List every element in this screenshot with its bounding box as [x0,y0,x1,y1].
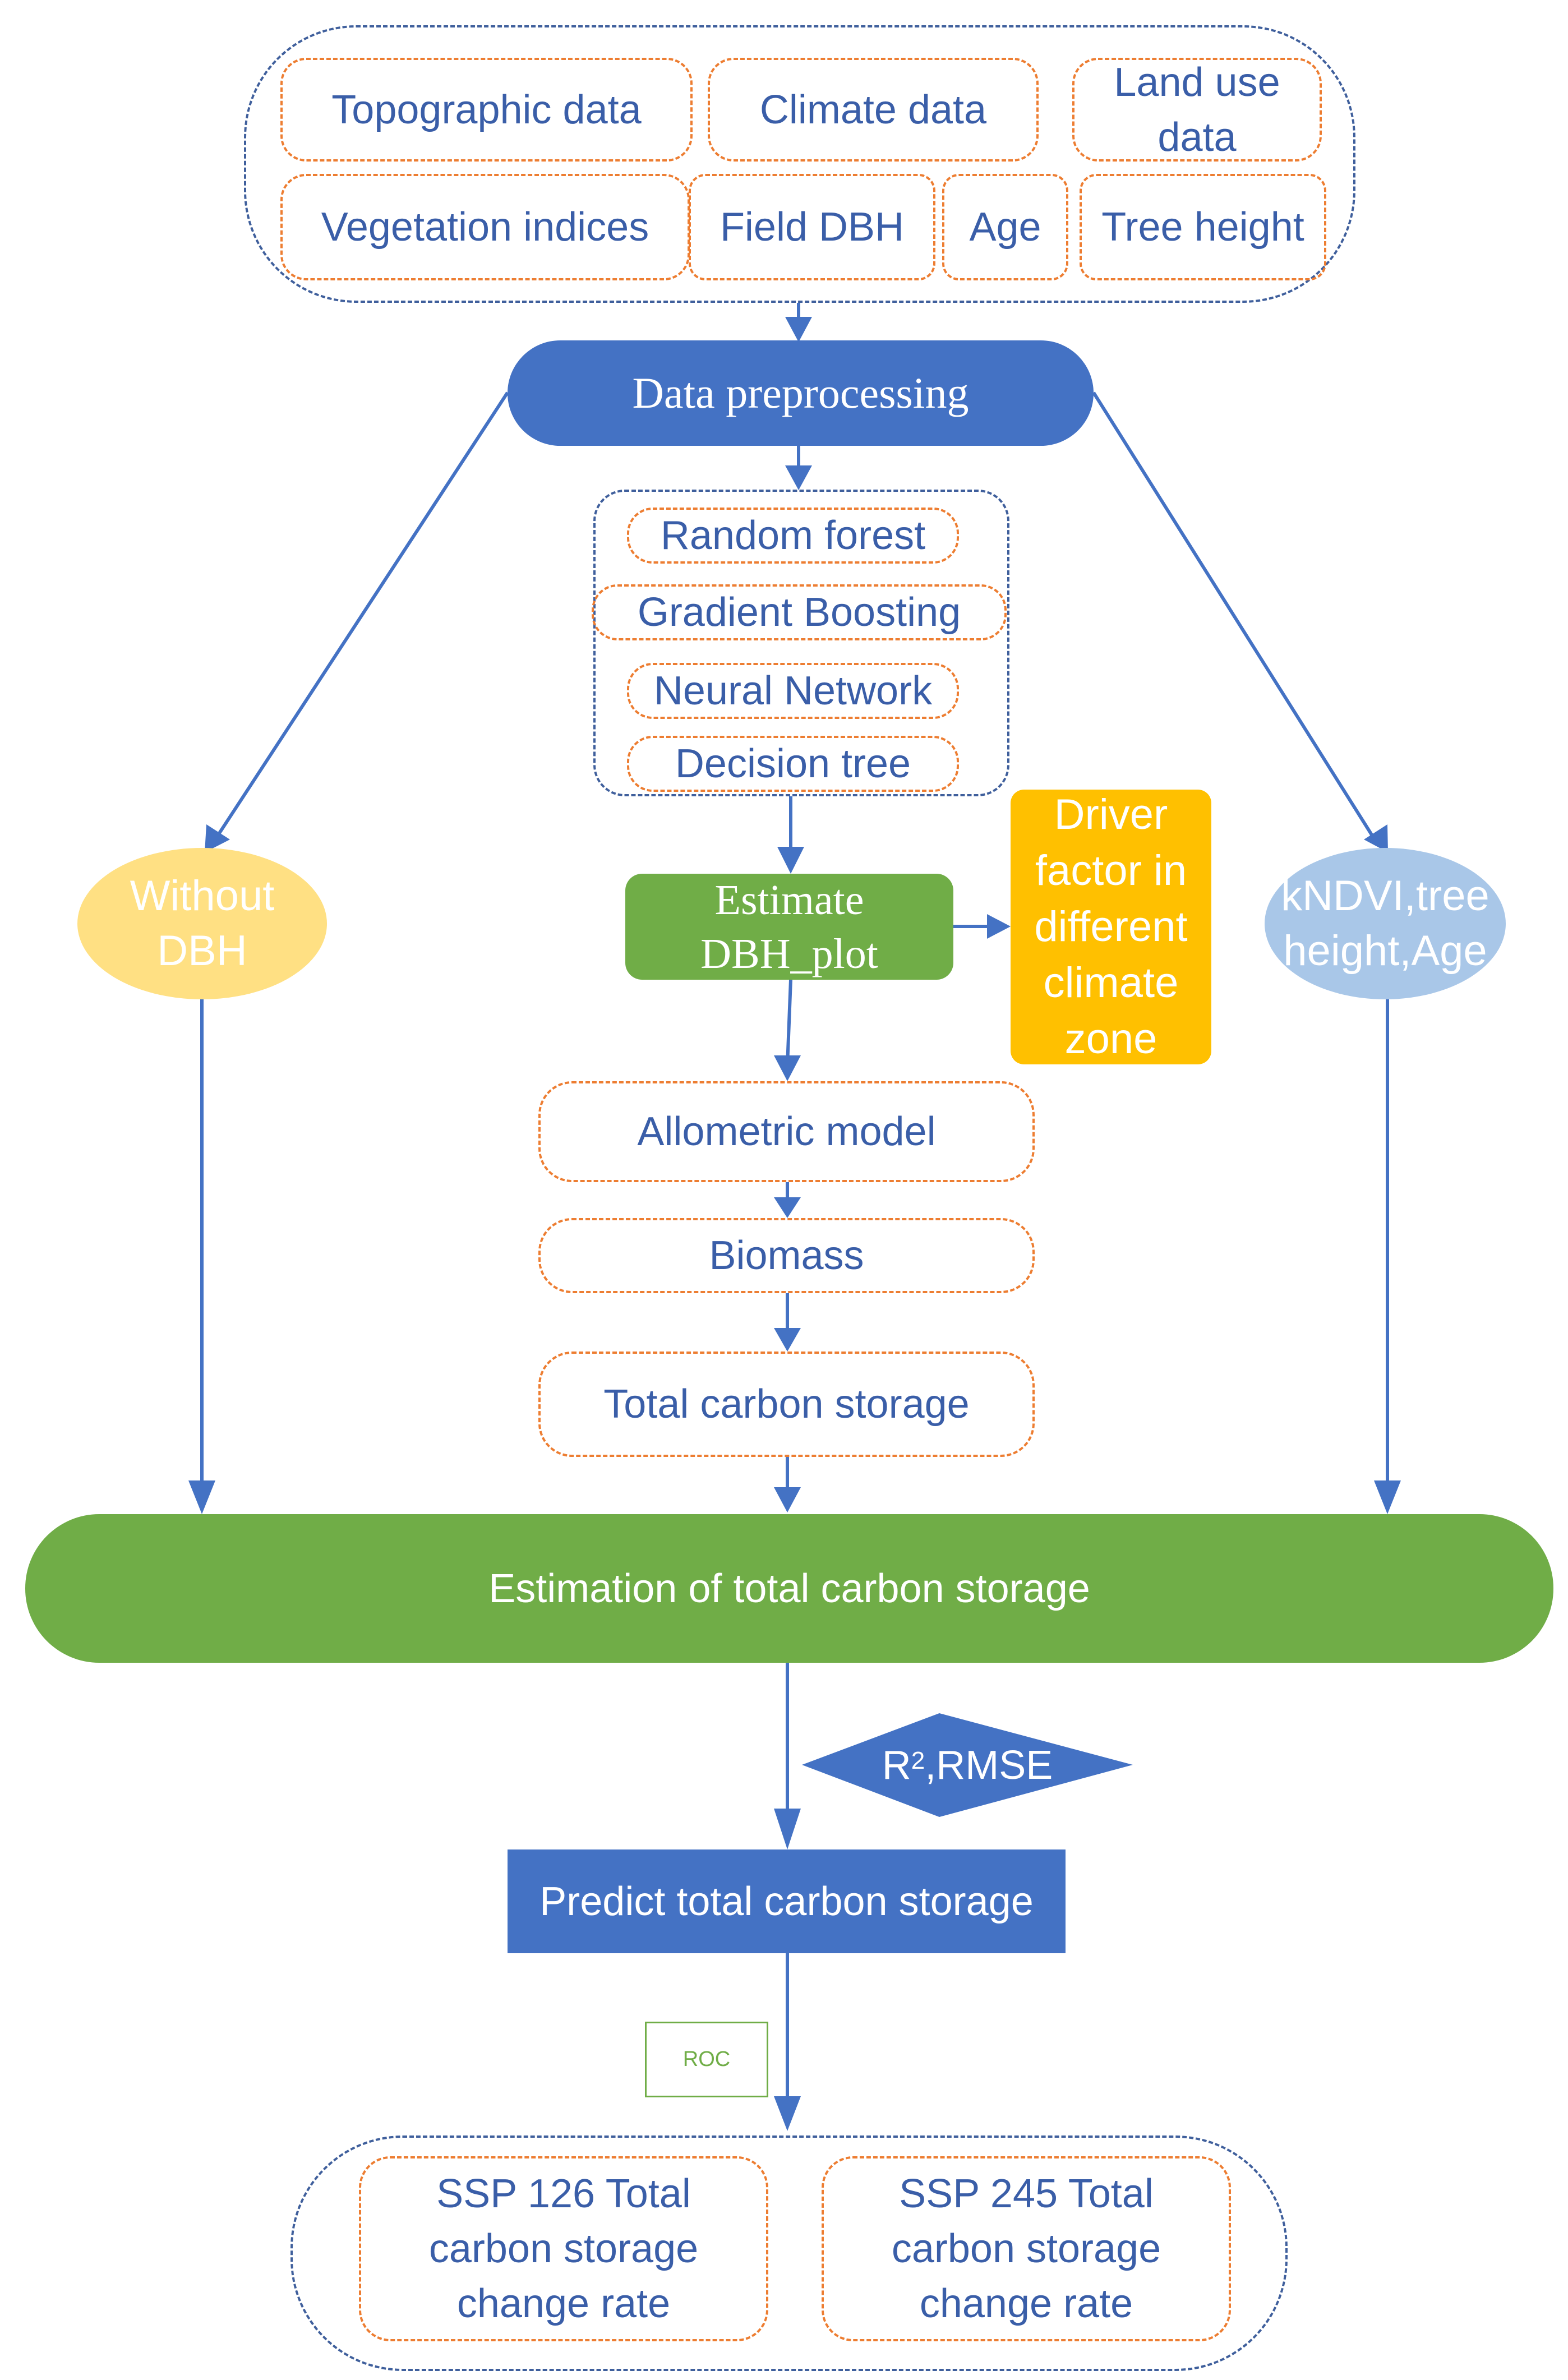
land-use-data-box: Land use data [1072,58,1322,162]
biomass-box: Biomass [538,1218,1035,1293]
tree-height-label: Tree height [1101,205,1304,250]
data-preprocessing-box: Data preprocessing [508,340,1094,446]
allometric-model-box: Allometric model [538,1081,1035,1182]
total-carbon-storage-label: Total carbon storage [603,1382,970,1427]
estimation-total-carbon-storage-box: Estimation of total carbon storage [25,1514,1553,1663]
arrowhead [188,1480,215,1514]
decision-tree-box: Decision tree [627,736,959,792]
kndvi-label: kNDVI,tree height,Age [1281,872,1489,975]
metric-rest: ,RMSE [925,1742,1053,1788]
land-use-data-label: Land use data [1114,59,1280,160]
arrowhead [774,1809,801,1849]
arrowhead [774,1328,801,1352]
vegetation-indices-label: Vegetation indices [321,205,649,250]
kndvi-ellipse: kNDVI,tree height,Age [1265,848,1506,999]
estimation-total-carbon-storage-label: Estimation of total carbon storage [488,1566,1090,1611]
random-forest-label: Random forest [660,513,926,558]
arrowhead [774,1487,801,1512]
ssp126-box: SSP 126 Total carbon storage change rate [359,2156,768,2341]
arrowhead [777,847,804,874]
ssp126-label: SSP 126 Total carbon storage change rate [428,2171,699,2326]
roc-label: ROC [682,2047,731,2071]
arrowhead [1374,1480,1401,1514]
field-dbh-box: Field DBH [689,174,935,280]
climate-data-box: Climate data [708,58,1039,162]
total-carbon-storage-box: Total carbon storage [538,1352,1035,1457]
field-dbh-label: Field DBH [720,205,905,250]
arrowhead [774,2096,801,2131]
biomass-label: Biomass [709,1233,864,1278]
arrowhead [785,317,812,342]
ssp245-label: SSP 245 Total carbon storage change rate [891,2171,1161,2326]
gradient-boosting-box: Gradient Boosting [592,584,1007,640]
ssp245-box: SSP 245 Total carbon storage change rate [822,2156,1231,2341]
metric-superscript: 2 [911,1746,925,1774]
output-group [290,2135,1288,2371]
driver-factor-box: Driver factor in different climate zone [1011,790,1211,1064]
without-dbh-label: Without DBH [130,872,275,975]
data-preprocessing-label: Data preprocessing [632,368,969,417]
topographic-data-label: Topographic data [331,87,642,132]
input-data-group [244,25,1355,303]
arrow-estimate-to-allometric [786,979,792,1066]
tree-height-box: Tree height [1080,174,1326,280]
vegetation-indices-box: Vegetation indices [280,174,690,280]
gradient-boosting-label: Gradient Boosting [637,590,961,635]
model-group [593,490,1009,796]
arrowhead [987,914,1011,939]
arrowhead [785,465,812,490]
metric-r: R [882,1742,911,1788]
topographic-data-box: Topographic data [280,58,693,162]
random-forest-box: Random forest [627,508,959,564]
without-dbh-ellipse: Without DBH [77,848,327,999]
driver-factor-label: Driver factor in different climate zone [1034,791,1188,1063]
roc-box: ROC [645,2022,768,2097]
age-label: Age [969,205,1041,250]
allometric-model-label: Allometric model [637,1109,936,1154]
estimate-dbh-plot-box: Estimate DBH_plot [625,874,953,980]
arrow-preprocessing-to-without-dbh [214,391,509,840]
neural-network-box: Neural Network [627,663,959,719]
predict-total-carbon-storage-label: Predict total carbon storage [539,1879,1034,1924]
climate-data-label: Climate data [759,87,987,132]
predict-total-carbon-storage-box: Predict total carbon storage [508,1849,1066,1953]
estimate-dbh-plot-label: Estimate DBH_plot [700,876,878,977]
metric-diamond [802,1713,1133,1817]
decision-tree-label: Decision tree [675,741,911,786]
arrowhead [774,1055,801,1081]
age-box: Age [942,174,1068,280]
arrow-preprocessing-to-kndvi [1092,391,1376,840]
arrowhead [774,1197,801,1218]
neural-network-label: Neural Network [653,668,933,713]
